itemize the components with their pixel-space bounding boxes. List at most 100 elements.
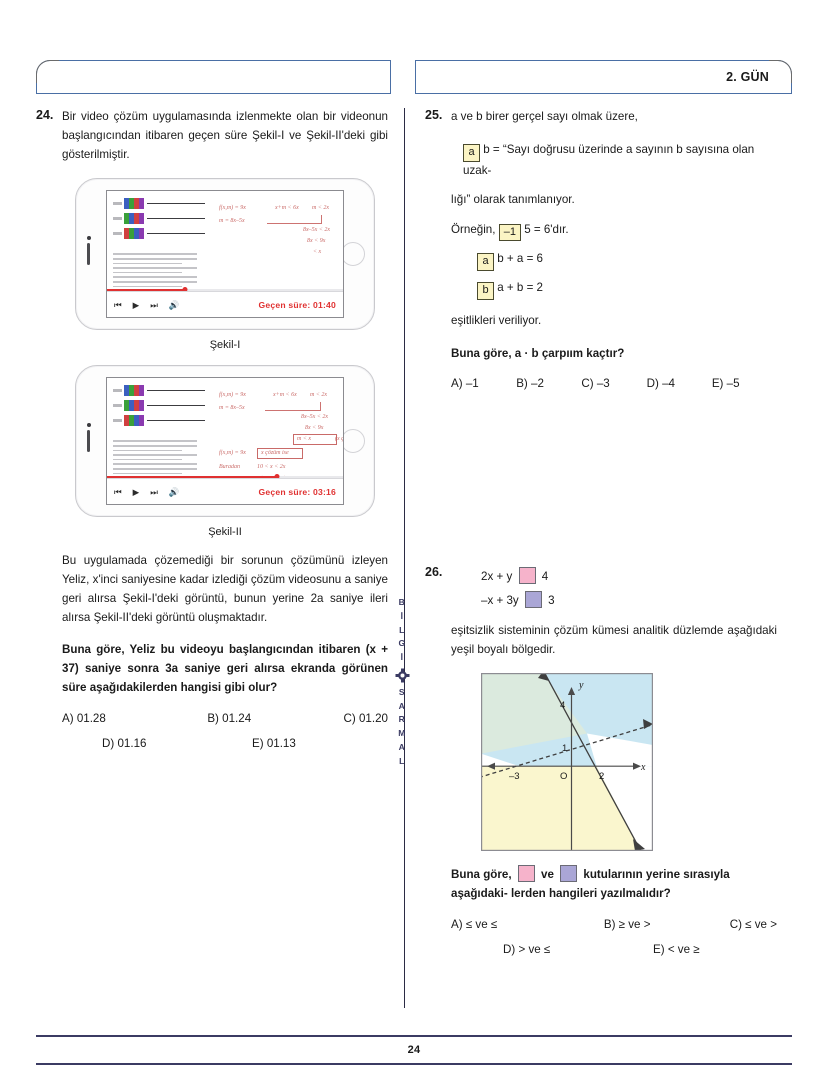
video-progress-bar-2[interactable] bbox=[107, 474, 343, 480]
video-controls-1: ⏮ ▶ ⏭ 🔊 Geçen süre: 01:40 bbox=[107, 291, 343, 318]
brand-letter: M bbox=[398, 728, 406, 739]
x-tick-minus-3: –3 bbox=[509, 771, 520, 782]
solid-line-top-arrow-icon bbox=[538, 673, 549, 682]
play-icon[interactable]: ▶ bbox=[132, 299, 140, 310]
question-25-equation-2: b a + b = 2 bbox=[477, 281, 777, 300]
question-26-q-part4: lerden hangileri yazılmalıdır? bbox=[510, 887, 671, 901]
page-header: 2. GÜN bbox=[36, 60, 792, 94]
brand-letter: L bbox=[399, 755, 405, 766]
coordinate-graph: y x 4 1 O –3 2 bbox=[481, 673, 777, 852]
question-26-system: 2x + y 4 –x + 3y 3 bbox=[481, 565, 777, 611]
example-box-minus-one: –1 bbox=[498, 223, 521, 242]
phone-mockup-1: f(x,m) = 9x m = 8x–5x x+m < 6x m < 2x 8x… bbox=[75, 178, 375, 331]
option-e[interactable]: E) –5 bbox=[711, 377, 740, 391]
inequality-1-left: 2x + y bbox=[481, 570, 513, 584]
option-b[interactable]: B) 01.24 bbox=[207, 711, 252, 725]
brand-vertical-text: B İ L G İ S A R M A L bbox=[392, 596, 412, 768]
phone-home-button-icon bbox=[341, 242, 365, 267]
dashed-line-arrow-icon bbox=[643, 719, 653, 730]
option-d[interactable]: D) 01.16 bbox=[102, 736, 147, 750]
inequality-1-right: 4 bbox=[541, 570, 549, 584]
option-e[interactable]: E) 01.13 bbox=[252, 736, 296, 750]
brand-letter: B bbox=[398, 597, 406, 607]
question-24-question: Buna göre, Yeliz bu videoyu başlangıcınd… bbox=[62, 643, 388, 695]
option-a[interactable]: A) –1 bbox=[451, 377, 479, 391]
question-24: 24. Bir video çözüm uygulamasında izlenm… bbox=[36, 108, 388, 750]
question-25-definition-cont: lığı” olarak tanımlanıyor. bbox=[451, 193, 575, 207]
option-d[interactable]: D) –4 bbox=[646, 377, 675, 391]
play-icon[interactable]: ▶ bbox=[132, 486, 140, 497]
inequality-1: 2x + y 4 bbox=[481, 565, 777, 588]
question-25-number: 25. bbox=[425, 108, 443, 122]
question-purple-box bbox=[560, 865, 578, 883]
equation-1-text: b + a = 6 bbox=[497, 252, 544, 266]
option-d[interactable]: D) > ve ≤ bbox=[503, 942, 551, 956]
option-a[interactable]: A) ≤ ve ≤ bbox=[451, 917, 498, 931]
rewind-icon[interactable]: ⏮ bbox=[114, 299, 122, 310]
x-tick-2: 2 bbox=[599, 771, 604, 782]
answer-box-purple[interactable] bbox=[524, 590, 542, 608]
dashed-line-inequality-2 bbox=[482, 724, 652, 778]
phone-screen-2: f(x,m) = 9x m = 8x–5x x+m < 6x m < 2x 8x… bbox=[106, 377, 344, 506]
question-26-q-part3: kutularının yerine sırasıyla aşağıdaki- bbox=[451, 868, 730, 901]
volume-icon[interactable]: 🔊 bbox=[168, 299, 180, 310]
question-24-stem: Bir video çözüm uygulamasında izlenmekte… bbox=[62, 110, 388, 161]
inequality-region-chart: y x 4 1 O –3 2 bbox=[481, 673, 653, 852]
brand-letter: R bbox=[398, 714, 406, 725]
figure-caption-2: Şekil-II bbox=[208, 526, 242, 539]
option-b[interactable]: B) ≥ ve > bbox=[603, 917, 651, 931]
phone-volume-button-icon bbox=[87, 243, 90, 266]
phone-screen-1: f(x,m) = 9x m = 8x–5x x+m < 6x m < 2x 8x… bbox=[106, 190, 344, 319]
question-25-question: Buna göre, a · b çarpıım kaçtır? bbox=[451, 346, 625, 360]
example-prefix: Örneğin, bbox=[451, 222, 496, 236]
question-24-options: A) 01.28 B) 01.24 C) 01.20 D) 01.16 E) 0… bbox=[62, 712, 388, 750]
volume-icon[interactable]: 🔊 bbox=[168, 486, 180, 497]
rewind-icon[interactable]: ⏮ bbox=[114, 486, 122, 497]
origin-label: O bbox=[560, 771, 567, 782]
elapsed-time-2: Geçen süre: 03:16 bbox=[258, 486, 336, 497]
option-b[interactable]: B) –2 bbox=[516, 377, 544, 391]
option-e[interactable]: E) < ve ≥ bbox=[653, 942, 700, 956]
equation-1-box: a bbox=[477, 253, 494, 272]
figure-sekil-1: f(x,m) = 9x m = 8x–5x x+m < 6x m < 2x 8x… bbox=[62, 178, 388, 351]
forward-icon[interactable]: ⏭ bbox=[150, 486, 158, 497]
example-suffix: 5 = 6'dır. bbox=[524, 222, 569, 236]
answer-box-pink[interactable] bbox=[518, 567, 536, 585]
forward-icon[interactable]: ⏭ bbox=[150, 299, 158, 310]
video-progress-bar-1[interactable] bbox=[107, 287, 343, 293]
question-24-number: 24. bbox=[36, 108, 54, 122]
option-c[interactable]: C) –3 bbox=[581, 377, 610, 391]
video-controls-2: ⏮ ▶ ⏭ 🔊 Geçen süre: 03:16 bbox=[107, 478, 343, 505]
phone-camera-icon bbox=[86, 236, 91, 241]
footer-rule-bottom bbox=[36, 1063, 792, 1065]
inequality-2: –x + 3y 3 bbox=[481, 589, 777, 612]
x-axis-arrow-icon bbox=[633, 762, 641, 771]
question-26: 26. 2x + y 4 –x + 3y 3 eşitsizlik sistem… bbox=[425, 565, 777, 956]
question-25-equation-1: a b + a = 6 bbox=[477, 252, 777, 272]
brand-letter: L bbox=[399, 624, 405, 635]
question-25-options: A) –1 B) –2 C) –3 D) –4 E) –5 bbox=[451, 377, 777, 390]
option-c[interactable]: C) ≤ ve > bbox=[729, 917, 777, 931]
brand-letter: S bbox=[398, 686, 406, 697]
definition-box-a: a bbox=[463, 143, 480, 162]
question-pink-box bbox=[517, 865, 535, 883]
bar-chart-thumbnail-1 bbox=[113, 198, 205, 243]
question-25-given: eşitlikleri veriliyor. bbox=[451, 313, 542, 327]
figure-caption-1: Şekil-I bbox=[209, 339, 241, 352]
brand-letter: G bbox=[398, 638, 406, 649]
brand-letter: A bbox=[398, 741, 406, 752]
phone-volume-button-icon bbox=[87, 430, 90, 453]
solid-line-bottom-arrow-icon bbox=[633, 839, 645, 852]
phone-camera-icon bbox=[86, 423, 91, 428]
option-a[interactable]: A) 01.28 bbox=[62, 711, 106, 725]
question-25: 25. a ve b birer gerçel sayı olmak üzere… bbox=[425, 108, 777, 390]
inequality-2-right: 3 bbox=[548, 593, 555, 607]
inequality-2-left: –x + 3y bbox=[481, 593, 519, 607]
equation-2-text: a + b = 2 bbox=[497, 281, 544, 295]
y-axis-label: y bbox=[578, 680, 584, 691]
option-c[interactable]: C) 01.20 bbox=[343, 711, 388, 725]
question-25-example: Örneğin, –1 5 = 6'dır. bbox=[451, 221, 777, 242]
question-26-options: A) ≤ ve ≤ B) ≥ ve > C) ≤ ve > D) > ve ≤ … bbox=[451, 918, 777, 956]
question-26-stem: eşitsizlik sisteminin çözüm kümesi anali… bbox=[451, 623, 777, 656]
